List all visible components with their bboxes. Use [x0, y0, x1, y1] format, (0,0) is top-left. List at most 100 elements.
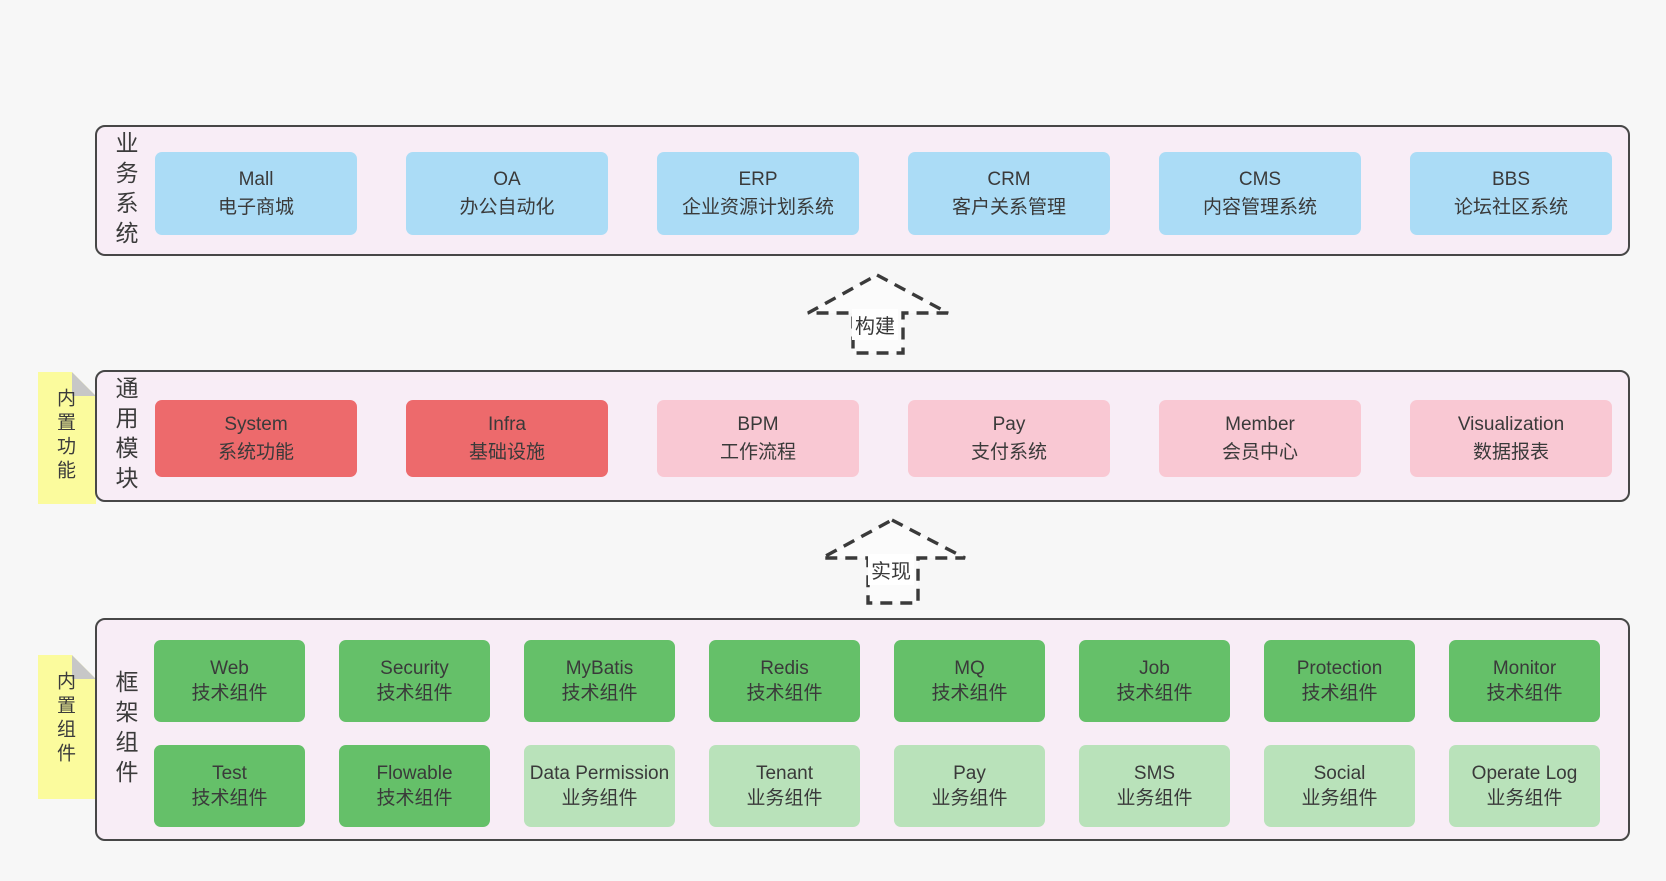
- box-desc: 电子商城: [217, 196, 294, 218]
- band-components-label: 框架组件: [112, 669, 138, 790]
- box-desc: 数据报表: [1472, 441, 1549, 463]
- box-desc: 基础设施: [468, 441, 545, 463]
- box-desc: 企业资源计划系统: [681, 196, 834, 218]
- box-security: Security 技术组件: [339, 640, 490, 722]
- box-name: Pay: [992, 413, 1026, 435]
- box-desc: 业务组件: [561, 788, 638, 809]
- box-desc: 技术组件: [1116, 683, 1193, 704]
- box-bbs: BBS 论坛社区系统: [1410, 152, 1612, 235]
- box-monitor: Monitor 技术组件: [1449, 640, 1600, 722]
- box-desc: 业务组件: [931, 788, 1008, 809]
- box-name: BPM: [737, 413, 779, 435]
- box-desc: 工作流程: [719, 441, 796, 463]
- box-cms: CMS 内容管理系统: [1159, 152, 1361, 235]
- components-row-2: Test 技术组件 Flowable 技术组件 Data Permission …: [154, 745, 1600, 827]
- box-name: Member: [1225, 413, 1295, 435]
- box-infra: Infra 基础设施: [406, 400, 608, 477]
- arrow-build-label: 构建: [852, 309, 898, 340]
- box-name: System: [224, 413, 288, 435]
- box-desc: 业务组件: [1301, 788, 1378, 809]
- box-member: Member 会员中心: [1159, 400, 1361, 477]
- box-mybatis: MyBatis 技术组件: [524, 640, 675, 722]
- box-pay-component: Pay 业务组件: [894, 745, 1045, 827]
- box-sms: SMS 业务组件: [1079, 745, 1230, 827]
- box-desc: 技术组件: [191, 683, 268, 704]
- box-social: Social 业务组件: [1264, 745, 1415, 827]
- sticky-note-label: 内置组件: [54, 671, 75, 767]
- box-desc: 技术组件: [746, 683, 823, 704]
- box-name: Infra: [487, 413, 527, 435]
- box-name: Data Permission: [529, 763, 670, 784]
- box-desc: 业务组件: [746, 788, 823, 809]
- box-data-permission: Data Permission 业务组件: [524, 745, 675, 827]
- box-desc: 业务组件: [1116, 788, 1193, 809]
- box-protection: Protection 技术组件: [1264, 640, 1415, 722]
- box-flowable: Flowable 技术组件: [339, 745, 490, 827]
- box-tenant: Tenant 业务组件: [709, 745, 860, 827]
- box-name: BBS: [1491, 168, 1531, 190]
- box-name: Pay: [953, 763, 986, 784]
- box-name: Redis: [760, 658, 809, 679]
- band-common-modules: 通用模块 System 系统功能 Infra 基础设施 BPM 工作流程 Pay…: [95, 370, 1630, 502]
- box-name: Mall: [238, 168, 274, 190]
- box-desc: 系统功能: [217, 441, 294, 463]
- box-desc: 支付系统: [970, 441, 1047, 463]
- box-system: System 系统功能: [155, 400, 357, 477]
- box-name: Web: [210, 658, 249, 679]
- box-desc: 技术组件: [931, 683, 1008, 704]
- box-mall: Mall 电子商城: [155, 152, 357, 235]
- box-pay-system: Pay 支付系统: [908, 400, 1110, 477]
- box-desc: 办公自动化: [459, 196, 555, 218]
- box-name: Operate Log: [1471, 763, 1578, 784]
- box-web: Web 技术组件: [154, 640, 305, 722]
- box-name: Monitor: [1492, 658, 1557, 679]
- box-desc: 业务组件: [1486, 788, 1563, 809]
- box-crm: CRM 客户关系管理: [908, 152, 1110, 235]
- box-oa: OA 办公自动化: [406, 152, 608, 235]
- band-business-label: 业务系统: [112, 130, 138, 251]
- business-boxes-row: Mall 电子商城 OA 办公自动化 ERP 企业资源计划系统 CRM 客户关系…: [155, 152, 1612, 235]
- box-test: Test 技术组件: [154, 745, 305, 827]
- box-name: Job: [1139, 658, 1170, 679]
- box-name: Visualization: [1457, 413, 1565, 435]
- band-modules-label: 通用模块: [112, 376, 138, 496]
- box-bpm: BPM 工作流程: [657, 400, 859, 477]
- box-desc: 会员中心: [1221, 441, 1298, 463]
- arrow-implement-label: 实现: [868, 554, 914, 585]
- box-redis: Redis 技术组件: [709, 640, 860, 722]
- box-desc: 技术组件: [376, 683, 453, 704]
- box-name: CMS: [1238, 168, 1282, 190]
- box-desc: 技术组件: [1301, 683, 1378, 704]
- box-name: SMS: [1133, 763, 1176, 784]
- box-name: Social: [1313, 763, 1366, 784]
- band-business-systems: 业务系统 Mall 电子商城 OA 办公自动化 ERP 企业资源计划系统 CRM…: [95, 125, 1630, 256]
- band-framework-components: 框架组件 Web 技术组件 Security 技术组件 MyBatis 技术组件…: [95, 618, 1630, 841]
- box-desc: 技术组件: [376, 788, 453, 809]
- sticky-note-label: 内置功能: [54, 388, 75, 484]
- sticky-note-built-in-features: 内置功能: [38, 372, 96, 504]
- box-desc: 内容管理系统: [1202, 196, 1317, 218]
- box-name: Security: [380, 658, 449, 679]
- box-visualization: Visualization 数据报表: [1410, 400, 1612, 477]
- box-name: OA: [493, 168, 521, 190]
- components-row-1: Web 技术组件 Security 技术组件 MyBatis 技术组件 Redi…: [154, 640, 1600, 722]
- box-operate-log: Operate Log 业务组件: [1449, 745, 1600, 827]
- box-name: MQ: [954, 658, 985, 679]
- box-name: Tenant: [755, 763, 814, 784]
- box-desc: 论坛社区系统: [1453, 196, 1568, 218]
- box-name: Flowable: [376, 763, 453, 784]
- box-erp: ERP 企业资源计划系统: [657, 152, 859, 235]
- box-desc: 技术组件: [1486, 683, 1563, 704]
- box-name: Protection: [1296, 658, 1383, 679]
- box-desc: 技术组件: [191, 788, 268, 809]
- box-mq: MQ 技术组件: [894, 640, 1045, 722]
- sticky-note-built-in-components: 内置组件: [38, 655, 96, 799]
- modules-boxes-row: System 系统功能 Infra 基础设施 BPM 工作流程 Pay 支付系统…: [155, 400, 1612, 477]
- box-name: CRM: [987, 168, 1031, 190]
- box-desc: 客户关系管理: [951, 196, 1066, 218]
- box-name: ERP: [738, 168, 778, 190]
- box-desc: 技术组件: [561, 683, 638, 704]
- box-name: MyBatis: [565, 658, 634, 679]
- box-name: Test: [212, 763, 247, 784]
